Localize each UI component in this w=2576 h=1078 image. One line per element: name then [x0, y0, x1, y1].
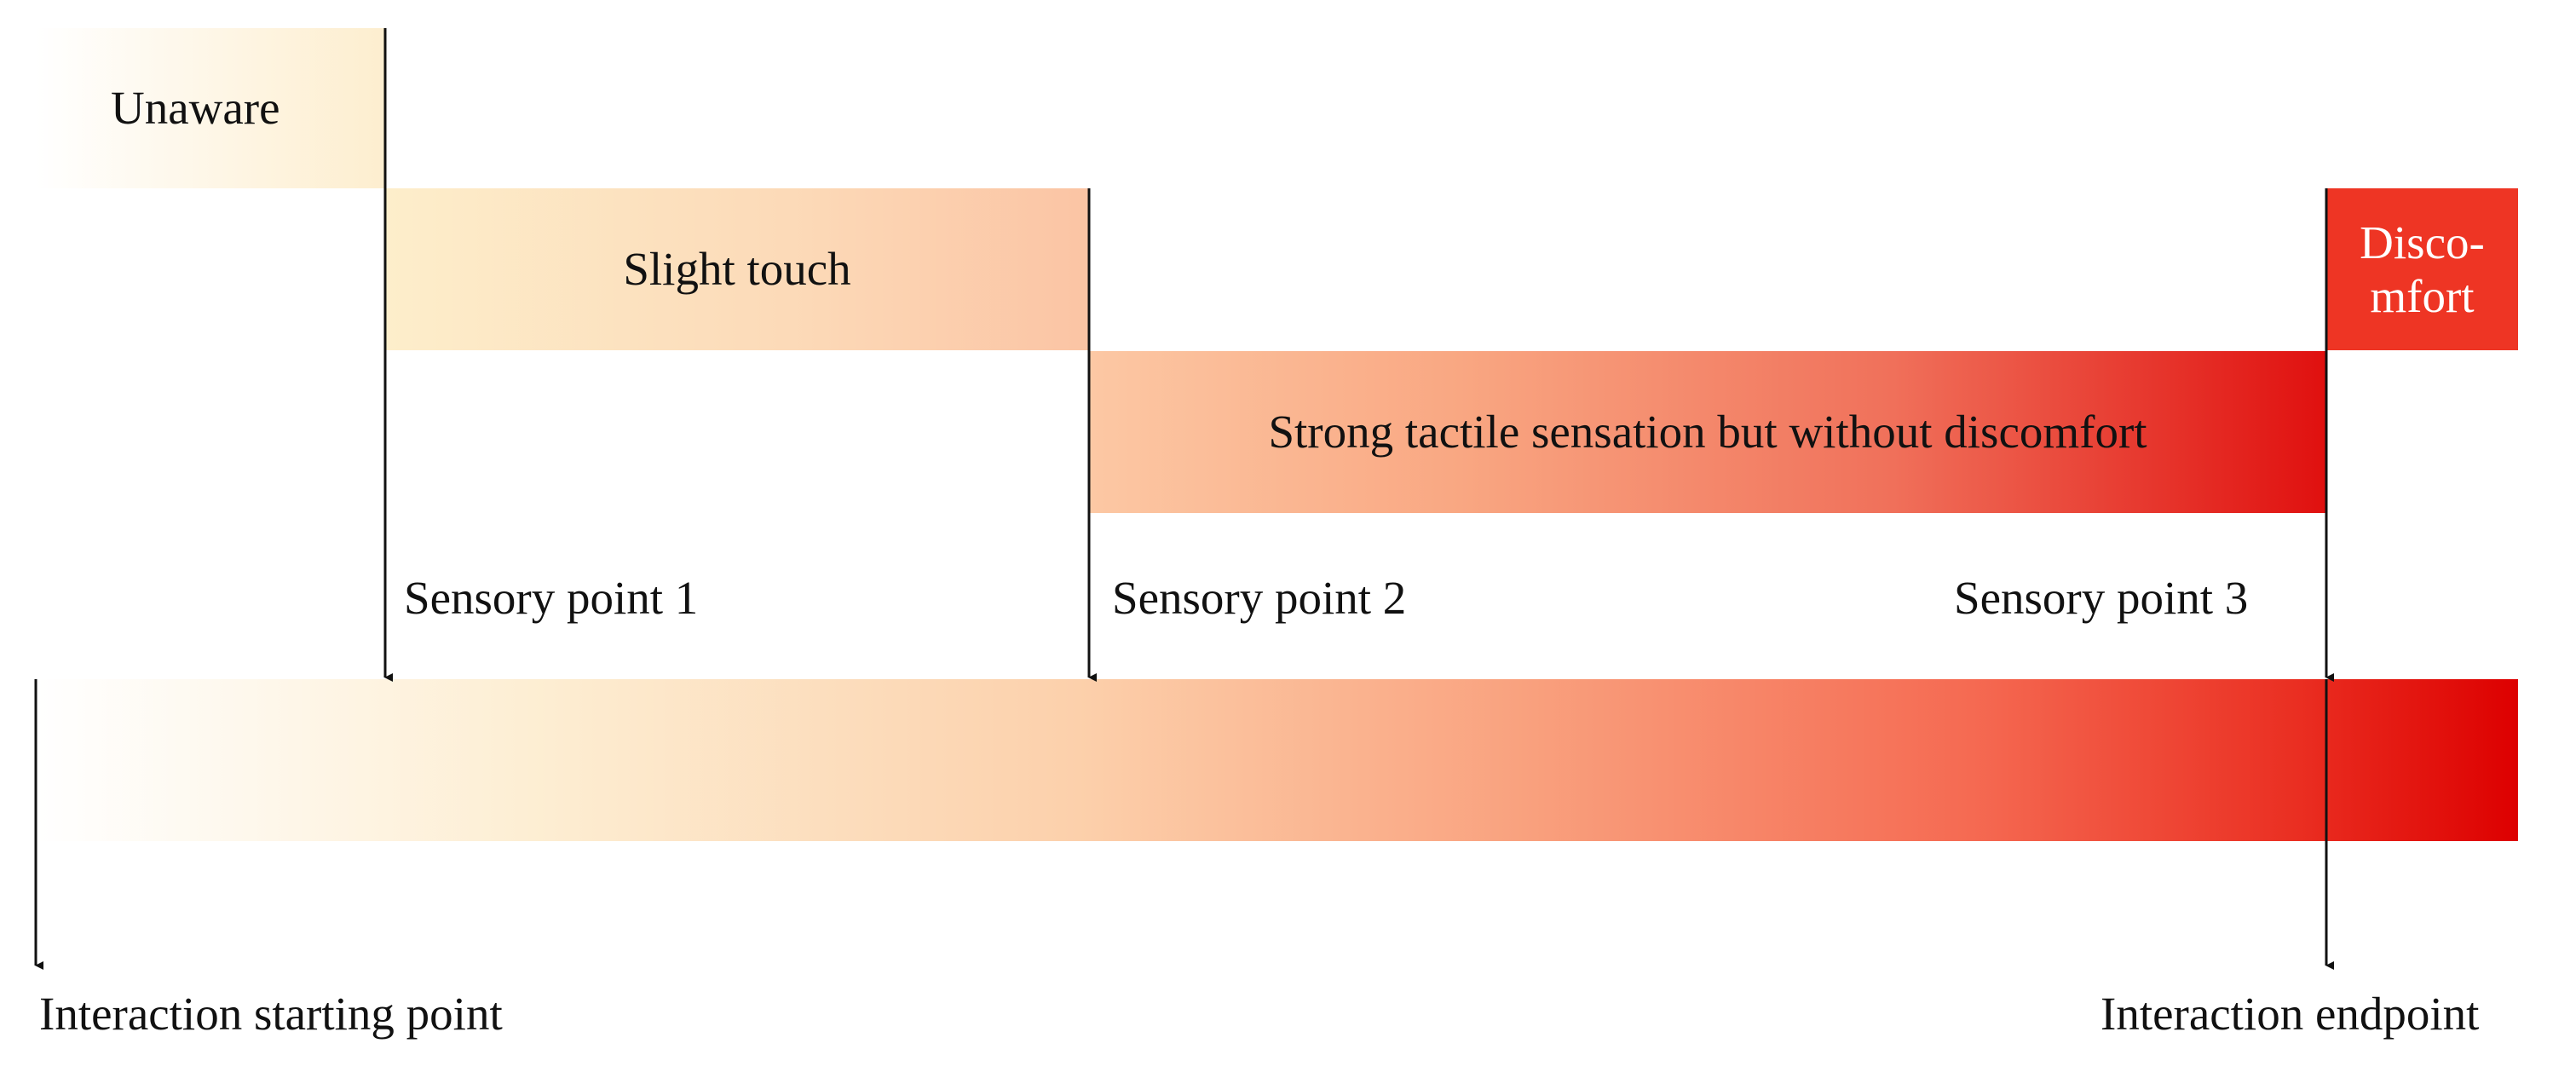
- stage-slight-touch-label: Slight touch: [623, 243, 851, 296]
- stage-unaware-label: Unaware: [111, 82, 280, 135]
- sensory-point-1-label: Sensory point 1: [404, 572, 699, 624]
- stage-strong-sensation-label: Strong tactile sensation but without dis…: [1268, 406, 2147, 458]
- stage-discomfort-label-line2: mfort: [2370, 270, 2475, 322]
- stage-unaware-band: Unaware: [36, 28, 385, 188]
- intensity-gradient-bar: [36, 679, 2518, 841]
- stage-slight-touch-band: Slight touch: [385, 188, 1089, 350]
- interaction-end-label: Interaction endpoint: [2101, 988, 2480, 1040]
- stage-discomfort-label-line1: Disco-: [2360, 216, 2485, 268]
- sensory-point-3-label: Sensory point 3: [1954, 572, 2249, 624]
- sensory-point-2-label: Sensory point 2: [1112, 572, 1407, 624]
- stage-strong-sensation-band: Strong tactile sensation but without dis…: [1089, 351, 2326, 513]
- interaction-start-label: Interaction starting point: [39, 988, 503, 1040]
- stage-discomfort-band: Disco-mfort: [2326, 188, 2518, 350]
- stage-discomfort-label: Disco-mfort: [2360, 216, 2485, 324]
